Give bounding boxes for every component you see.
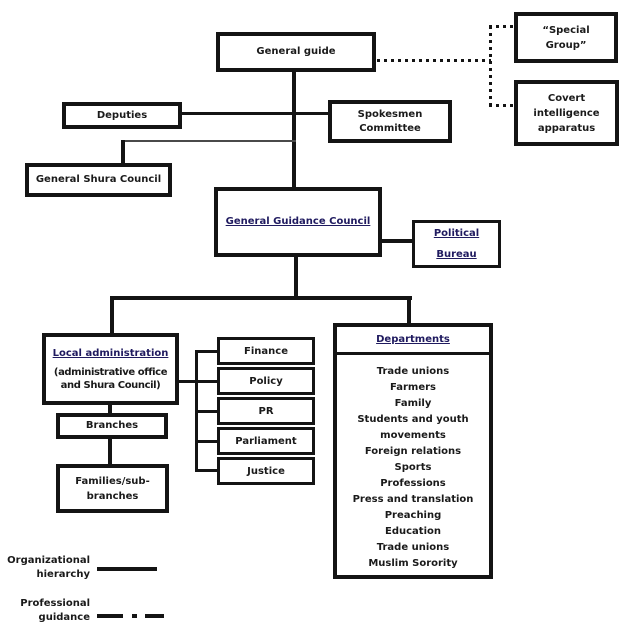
node-local-administration-subtitle: (administrative office and Shura Council… [53,366,168,391]
department-item: Family [394,398,432,409]
connector-splitter [110,296,412,300]
legend-dash-dot-line [97,611,164,622]
node-general-guidance-council: General Guidance Council [214,187,382,257]
department-item: Trade unions [376,366,450,377]
node-spokesmen-committee-label: Spokesmen Committee [357,108,423,134]
node-local-administration-title: Local administration [52,347,169,359]
dotted-connector-covert [489,104,514,107]
department-item: Farmers [389,382,436,393]
connector-general-guide-down [292,72,296,188]
department-item: Preaching [384,510,442,521]
committee-box: Justice [217,457,315,485]
legend-dash-segment [145,614,164,618]
department-item: Trade unions [376,542,450,553]
node-departments: Departments Trade unions Farmers Family … [333,323,493,579]
connector-local-admin-up [110,296,114,333]
connector-stub-justice [195,469,220,472]
node-covert-intelligence-label: Covert intelligence apparatus [533,92,600,134]
connector-deputies-spokesmen [182,112,328,115]
connector-stub-pr [195,410,220,413]
connector-stub-finance [195,350,220,353]
departments-title: Departments [376,334,450,345]
connector-local-admin-branches [108,405,112,414]
connector-departments-up [407,296,411,323]
committee-label: Policy [249,375,283,387]
node-families-sub-branches-label: Families/sub-branches [75,475,150,502]
node-general-guide-label: General guide [256,46,336,57]
department-item: Professions [380,478,446,489]
node-branches-label: Branches [85,420,139,431]
node-political-bureau-label: Political Bureau [433,228,480,260]
legend-dash-segment [97,614,123,618]
node-special-group: “Special Group” [514,12,618,63]
department-item: Muslim Sorority [368,558,458,569]
committee-label: Finance [244,345,288,357]
connector-local-admin-committees [179,380,197,383]
connector-shura-horizontal [122,140,296,142]
legend-organizational-label: Organizational hierarchy [7,555,90,580]
connector-branches-families [108,438,112,465]
committee-label: Parliament [235,435,297,447]
department-item: Students and youth movements [357,414,469,441]
department-item: Sports [394,462,432,473]
departments-header: Departments [337,327,489,355]
legend-solid-line [97,567,157,571]
committee-label: PR [258,405,274,417]
department-item: Foreign relations [364,446,462,457]
node-political-bureau: Political Bureau [412,220,501,268]
node-deputies-label: Deputies [96,109,148,121]
node-local-administration: Local administration (administrative off… [42,333,179,405]
committee-label: Justice [247,465,285,477]
dotted-connector-general-guide [377,59,491,62]
node-branches: Branches [56,413,168,439]
node-general-guide: General guide [216,32,376,72]
connector-stub-policy [195,380,220,383]
legend-professional-label: Professional guidance [20,598,90,623]
node-general-guidance-council-label: General Guidance Council [225,216,371,227]
node-deputies: Deputies [62,102,182,129]
node-special-group-label: “Special Group” [542,24,590,51]
committee-box: Finance [217,337,315,365]
committee-box: Policy [217,367,315,395]
legend-dot-segment [132,614,137,618]
committee-box: PR [217,397,315,425]
connector-ggc-political-bureau [382,239,412,243]
dotted-connector-vertical [489,26,492,108]
node-families-sub-branches: Families/sub-branches [56,464,169,513]
connector-stub-parliament [195,440,220,443]
node-general-shura-council: General Shura Council [25,163,172,197]
committee-list: Finance Policy PR Parliament Justice [217,337,315,485]
node-covert-intelligence: Covert intelligence apparatus [514,80,619,146]
committee-box: Parliament [217,427,315,455]
node-general-shura-council-label: General Shura Council [35,174,162,185]
departments-items: Trade unions Farmers Family Students and… [337,355,489,572]
connector-ggc-down [294,257,298,300]
connector-shura-down [121,140,125,163]
dotted-connector-special-group [489,25,514,28]
department-item: Press and translation [352,494,474,505]
node-spokesmen-committee: Spokesmen Committee [328,100,452,143]
department-item: Education [385,526,441,537]
